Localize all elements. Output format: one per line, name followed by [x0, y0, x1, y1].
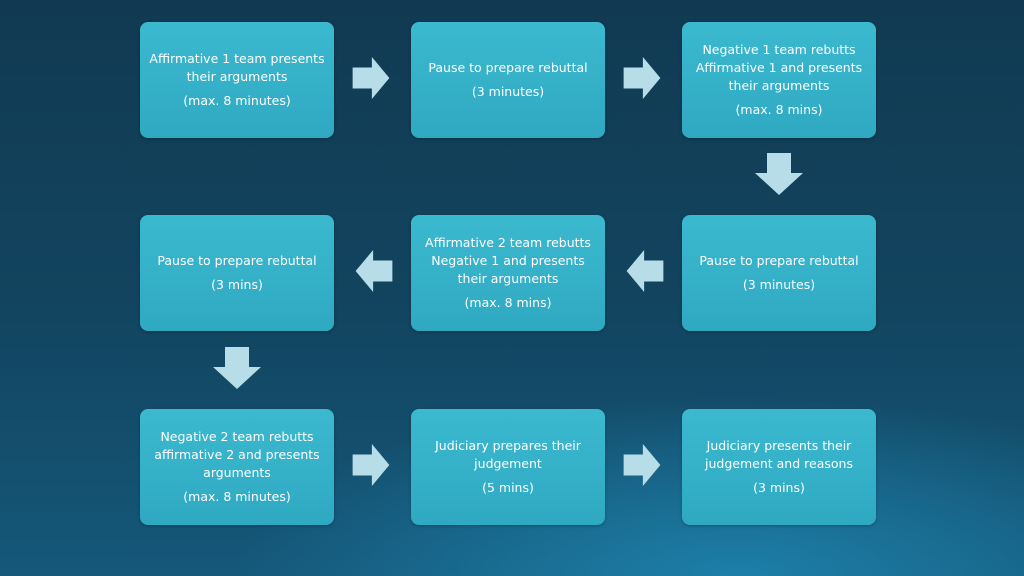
- step-duration: (max. 8 mins): [464, 295, 552, 310]
- step-duration: (3 minutes): [742, 277, 816, 292]
- step-title: Negative 2 team rebutts affirmative 2 an…: [154, 429, 320, 480]
- arrow-right-icon: [621, 57, 663, 99]
- step-pause-rebuttal-2: Pause to prepare rebuttal (3 minutes): [682, 215, 876, 331]
- arrow-left-icon: [624, 250, 666, 292]
- step-negative-1-rebutts: Negative 1 team rebutts Affirmative 1 an…: [682, 22, 876, 138]
- step-duration: (5 mins): [482, 480, 534, 495]
- step-title: Pause to prepare rebuttal: [428, 60, 588, 75]
- step-judiciary-presents: Judiciary presents their judgement and r…: [682, 409, 876, 525]
- step-title: Affirmative 2 team rebutts Negative 1 an…: [425, 235, 591, 286]
- step-duration: (3 mins): [753, 480, 805, 495]
- step-duration: (3 mins): [211, 277, 263, 292]
- arrow-left-icon: [353, 250, 395, 292]
- arrow-right-icon: [350, 57, 392, 99]
- step-judiciary-prepares: Judiciary prepares their judgement (5 mi…: [411, 409, 605, 525]
- arrow-right-icon: [350, 444, 392, 486]
- step-title: Judiciary presents their judgement and r…: [705, 438, 853, 471]
- step-duration: (max. 8 minutes): [183, 93, 291, 108]
- step-title: Negative 1 team rebutts Affirmative 1 an…: [695, 42, 863, 93]
- step-affirmative-1-presents: Affirmative 1 team presents their argume…: [140, 22, 334, 138]
- arrow-down-icon: [213, 347, 261, 389]
- step-duration: (max. 8 minutes): [183, 489, 291, 504]
- step-title: Judiciary prepares their judgement: [435, 438, 581, 471]
- arrow-right-icon: [621, 444, 663, 486]
- step-pause-rebuttal-3: Pause to prepare rebuttal (3 mins): [140, 215, 334, 331]
- step-pause-rebuttal-1: Pause to prepare rebuttal (3 minutes): [411, 22, 605, 138]
- step-title: Affirmative 1 team presents their argume…: [149, 51, 325, 84]
- step-title: Pause to prepare rebuttal: [157, 253, 317, 268]
- step-negative-2-rebutts: Negative 2 team rebutts affirmative 2 an…: [140, 409, 334, 525]
- step-title: Pause to prepare rebuttal: [699, 253, 859, 268]
- arrow-down-icon: [755, 153, 803, 195]
- step-duration: (max. 8 mins): [735, 102, 823, 117]
- step-affirmative-2-rebutts: Affirmative 2 team rebutts Negative 1 an…: [411, 215, 605, 331]
- step-duration: (3 minutes): [471, 84, 545, 99]
